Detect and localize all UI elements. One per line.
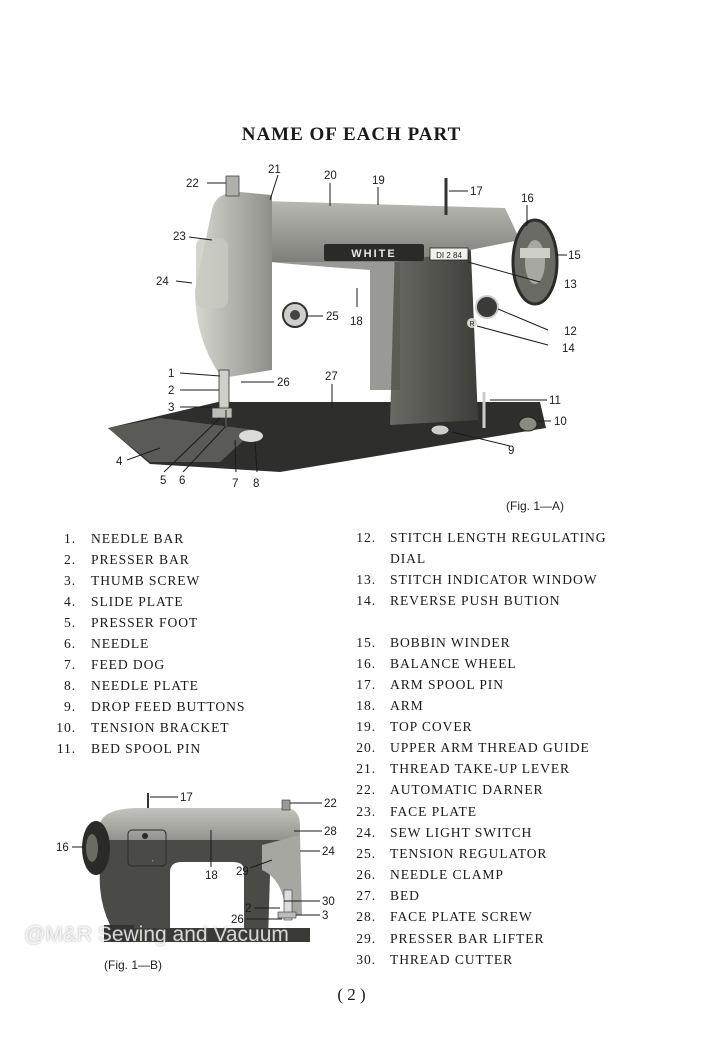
- page-number: ( 2 ): [337, 985, 366, 1004]
- stitch-window-text: DI 2 84: [436, 251, 462, 260]
- list-item: 13.STITCH INDICATOR WINDOW: [356, 572, 598, 587]
- list-item: 2.PRESSER BAR: [64, 552, 190, 567]
- list-item: 26.NEEDLE CLAMP: [356, 867, 504, 882]
- callout-b-17: 17: [180, 792, 193, 804]
- list-item: 17.ARM SPOOL PIN: [356, 677, 504, 692]
- balance-wheel-b: [82, 821, 110, 875]
- callout-3: 3: [168, 402, 174, 414]
- callout-b-16: 16: [56, 842, 69, 854]
- list-item: 15.BOBBIN WINDER: [356, 635, 511, 650]
- brand-badge: [324, 244, 424, 261]
- callout-20: 20: [324, 170, 337, 182]
- list-item: 14.REVERSE PUSH BUTION: [356, 593, 561, 608]
- face-plate: [196, 238, 228, 308]
- callout-26: 26: [277, 377, 290, 389]
- tension-bracket: [518, 416, 538, 432]
- callout-21: 21: [268, 164, 281, 176]
- callout-12: 12: [564, 326, 577, 338]
- watermark: @M&R Sewing and Vacuum: [24, 923, 289, 946]
- list-item: 29.PRESSER BAR LIFTER: [356, 931, 545, 946]
- callout-13: 13: [564, 279, 577, 291]
- list-item: 10.TENSION BRACKET: [56, 720, 230, 735]
- callout-b-22: 22: [324, 798, 337, 810]
- drop-feed-buttons: [430, 424, 450, 436]
- callout-4: 4: [116, 456, 123, 468]
- machine-b-head: [262, 835, 302, 915]
- callout-1: 1: [168, 368, 174, 380]
- list-item: 12.STITCH LENGTH REGULATING: [356, 530, 607, 545]
- callout-10: 10: [554, 416, 567, 428]
- callout-b-2: 2: [245, 903, 251, 915]
- list-item: 3.THUMB SCREW: [64, 573, 201, 588]
- list-item: 24.SEW LIGHT SWITCH: [356, 825, 533, 840]
- stitch-length-dial: [475, 295, 499, 319]
- slide-plate: [108, 418, 255, 462]
- list-item: 5.PRESSER FOOT: [64, 615, 199, 630]
- machine-arm: [230, 200, 520, 262]
- callout-b-28: 28: [324, 826, 337, 838]
- figure-1a: WHITE DI 2 84 R: [108, 164, 581, 490]
- callout-b-30: 30: [322, 896, 335, 908]
- list-item: 25.TENSION REGULATOR: [356, 846, 548, 861]
- list-item: 22.AUTOMATIC DARNER: [356, 782, 544, 797]
- callout-b-18: 18: [205, 870, 218, 882]
- callout-2: 2: [168, 385, 174, 397]
- callout-b-24: 24: [322, 846, 335, 858]
- list-item: 8.NEEDLE PLATE: [64, 678, 199, 693]
- callout-b-3: 3: [322, 910, 328, 922]
- callout-24: 24: [156, 276, 169, 288]
- page-title: NAME OF EACH PART: [241, 124, 462, 145]
- callout-b-29: 29: [236, 866, 249, 878]
- callout-8: 8: [253, 478, 259, 490]
- reverse-button: [467, 318, 477, 328]
- machine-b-arm: [100, 808, 300, 845]
- fig-1a-caption: (Fig. 1—A): [506, 499, 565, 513]
- callout-16: 16: [521, 193, 534, 205]
- list-item: 4.SLIDE PLATE: [64, 594, 184, 609]
- list-item: 11.BED SPOOL PIN: [56, 741, 202, 756]
- callout-25: 25: [326, 311, 339, 323]
- list-item: 19.TOP COVER: [356, 719, 473, 734]
- callout-22: 22: [186, 178, 199, 190]
- callout-23: 23: [173, 231, 186, 243]
- presser-foot: [211, 407, 233, 419]
- callout-11: 11: [549, 395, 561, 407]
- list-item: 1.NEEDLE BAR: [64, 531, 185, 546]
- stitch-window: [429, 247, 469, 261]
- callout-17: 17: [470, 186, 483, 198]
- list-item: 21.THREAD TAKE-UP LEVER: [356, 761, 571, 776]
- list-item: 23.FACE PLATE: [356, 804, 477, 819]
- callout-7: 7: [232, 478, 238, 490]
- machine-pillar: [390, 230, 478, 425]
- callout-9: 9: [508, 445, 514, 457]
- list-item: 18.ARM: [356, 698, 424, 713]
- list-item: 6.NEEDLE: [64, 636, 150, 651]
- list-item: 9.DROP FEED BUTTONS: [64, 699, 246, 714]
- callout-15: 15: [568, 250, 581, 262]
- list-item: 7.FEED DOG: [64, 657, 166, 672]
- callout-5: 5: [160, 475, 166, 487]
- list-item: 27.BED: [356, 888, 420, 903]
- callout-6: 6: [179, 475, 185, 487]
- callout-18: 18: [350, 316, 363, 328]
- list-item: 28.FACE PLATE SCREW: [356, 909, 533, 924]
- list-item: 30.THREAD CUTTER: [356, 952, 514, 967]
- list-item: DIAL: [390, 551, 427, 566]
- callout-14: 14: [562, 343, 575, 355]
- list-item: 20.UPPER ARM THREAD GUIDE: [356, 740, 590, 755]
- list-item: 16.BALANCE WHEEL: [356, 656, 517, 671]
- needle-bar: [218, 369, 230, 411]
- fig-1b-caption: (Fig. 1—B): [104, 958, 163, 972]
- callout-27: 27: [325, 371, 338, 383]
- callout-19: 19: [372, 175, 385, 187]
- reverse-mark: R: [469, 321, 474, 328]
- automatic-darner: [225, 175, 240, 197]
- brand-text: WHITE: [351, 248, 396, 260]
